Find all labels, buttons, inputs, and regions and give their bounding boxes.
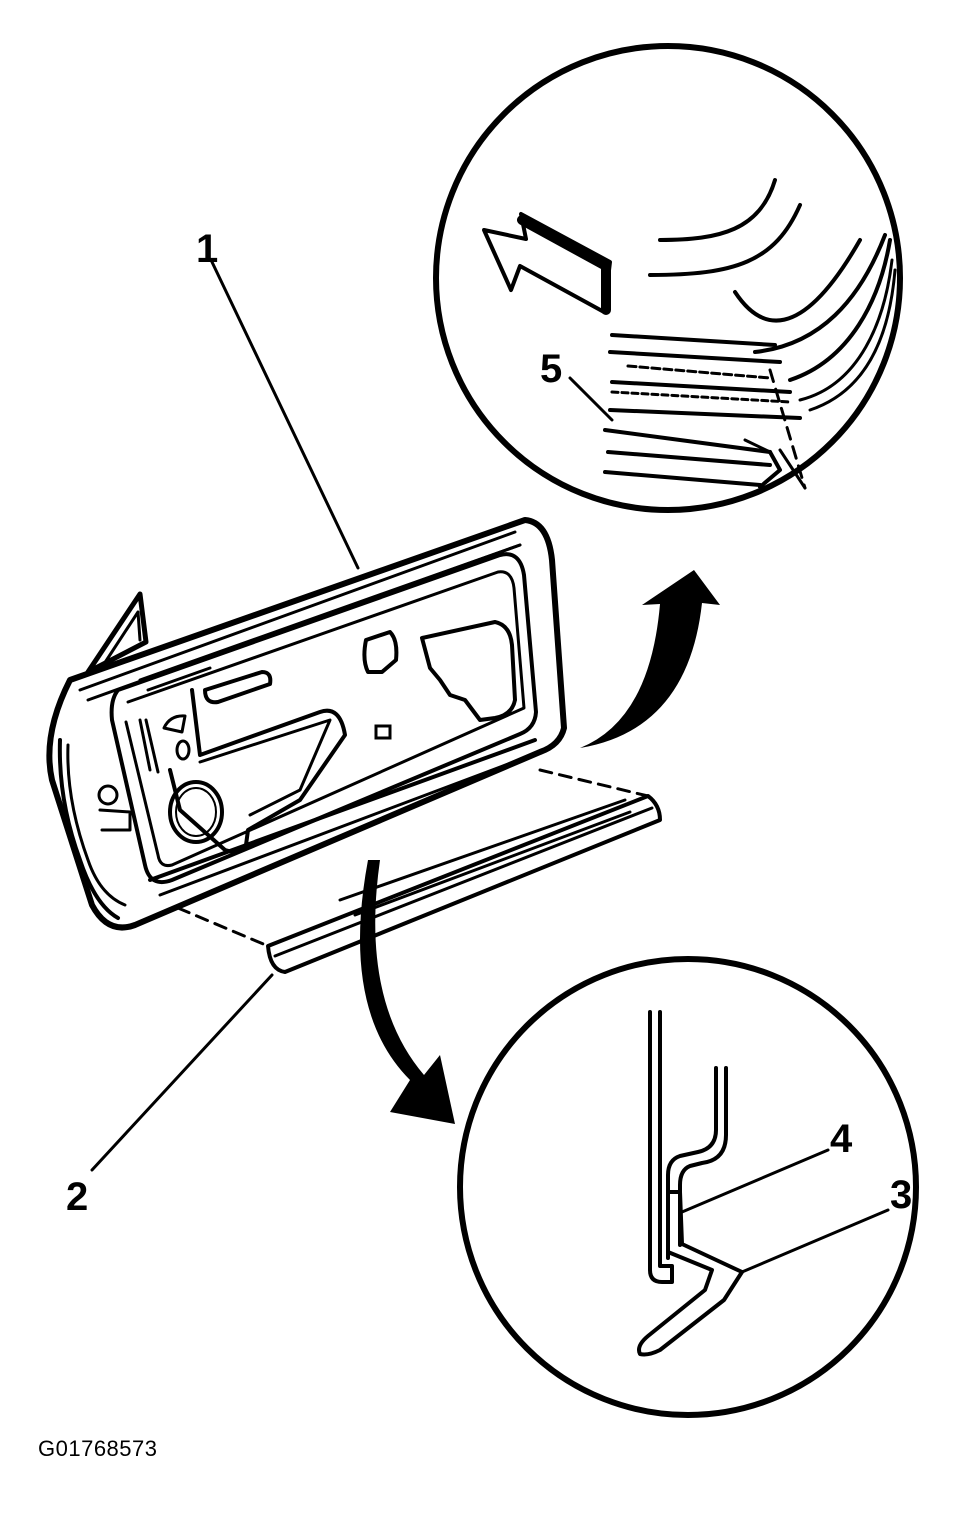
- upper-detail-view: [433, 43, 903, 513]
- upper-curved-arrow-icon: [580, 570, 720, 748]
- callout-5: 5: [540, 347, 562, 391]
- sill-weatherstrip: [176, 768, 662, 974]
- slide-direction-arrow-icon: [482, 212, 612, 315]
- callout-1: 1: [196, 227, 218, 271]
- figure-id: G01768573: [38, 1436, 158, 1461]
- door-assembly: [46, 517, 567, 931]
- lower-curved-arrow-icon: [360, 860, 455, 1124]
- leader-2: [90, 973, 274, 1172]
- callout-2: 2: [66, 1175, 88, 1219]
- lower-detail-view: [457, 956, 919, 1418]
- lower-detail-circle: [457, 956, 919, 1418]
- callout-4: 4: [830, 1117, 853, 1161]
- upper-detail-circle: [433, 43, 903, 513]
- callout-3: 3: [890, 1173, 912, 1217]
- leader-1: [210, 260, 360, 570]
